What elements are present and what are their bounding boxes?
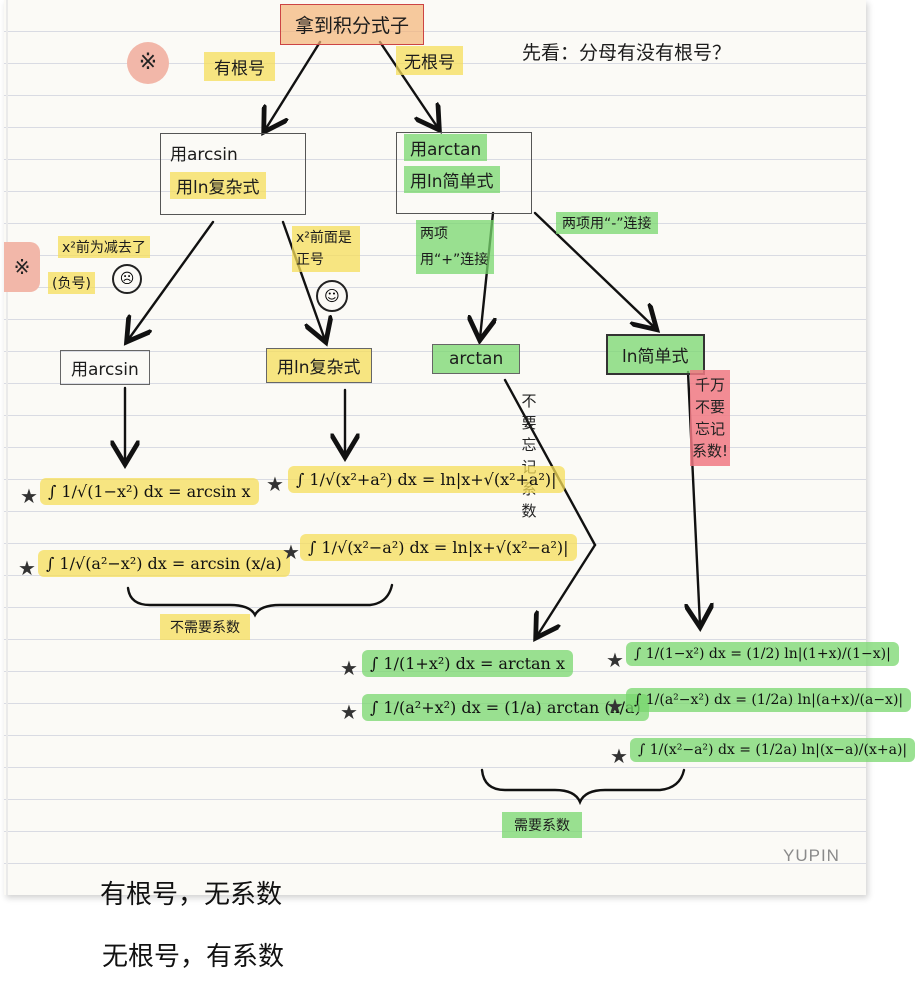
summary-line-2: 无根号，有系数 [102,942,285,972]
star-icon: ★ [606,648,624,672]
star-icon: ★ [340,656,358,680]
brace-label-no-coefficient: 不需要系数 [160,614,250,640]
brace-label-need-coefficient: 需要系数 [502,812,582,838]
formula-arcsin-a: ∫ 1/√(a²−x²) dx = arcsin (x/a) [38,550,290,577]
branch-label-no-root: 无根号 [396,46,463,75]
note-dont-forget-coefficient: 不要忘记系数 [521,392,537,520]
formula-ln-minus: ∫ 1/√(x²−a²) dx = ln|x+√(x²−a²)| [300,534,577,561]
formula-ln-a-plus: ∫ 1/(a²−x²) dx = (1/2a) ln|(a+x)/(a−x)| [626,688,912,712]
note-never-forget-coefficient: 千万不要忘记系数! [690,370,730,466]
formula-ln-plus: ∫ 1/√(x²+a²) dx = ln|x+√(x²+a²)| [288,466,565,493]
star-icon: ★ [282,540,300,564]
summary-line-1: 有根号，无系数 [100,880,283,910]
note-minus-sign: x²前为减去了 [58,236,150,258]
box-no-root-line1: 用arctan [404,134,488,161]
formula-arctan-unit: ∫ 1/(1+x²) dx = arctan x [362,650,573,677]
box-ln-complex: 用ln复杂式 [266,348,372,383]
question-note: 先看：分母有没有根号？ [522,42,732,64]
star-icon: ★ [18,556,36,580]
reference-mark-icon: ※ [127,42,169,84]
formula-ln-unit: ∫ 1/(1−x²) dx = (1/2) ln|(1+x)/(1−x)| [626,642,899,666]
formula-arctan-a: ∫ 1/(a²+x²) dx = (1/a) arctan (x/a) [362,694,649,721]
page-title: 拿到积分式子 [280,4,425,45]
formula-arcsin-unit: ∫ 1/√(1−x²) dx = arcsin x [40,478,259,505]
box-has-root [160,133,306,215]
reference-mark-icon: ※ [4,242,40,292]
branch-label-has-root: 有根号 [204,52,275,81]
note-two-terms-plus: 两项用“+”连接 [416,220,494,274]
box-has-root-line1: 用arcsin [170,145,238,165]
box-has-root-line2: 用ln复杂式 [170,172,266,199]
star-icon: ★ [340,700,358,724]
box-arcsin: 用arcsin [60,350,150,385]
page: 拿到积分式子 先看：分母有没有根号？ ※ ※ 有根号 无根号 用arcsin 用… [4,0,915,972]
note-two-terms-minus: 两项用“-”连接 [556,212,658,234]
box-no-root-line2: 用ln简单式 [404,166,500,193]
note-negative: (负号) [48,272,95,294]
box-no-root [396,132,532,214]
box-ln-simple: ln简单式 [606,334,705,375]
note-positive-sign: x²前面是正号 [292,226,360,272]
box-arctan: arctan [432,344,521,374]
star-icon: ★ [606,694,624,718]
sad-face-icon: ☹ [112,264,142,294]
watermark: YUPIN [783,846,840,865]
margin-line [6,0,8,895]
star-icon: ★ [266,472,284,496]
star-icon: ★ [20,484,38,508]
star-icon: ★ [610,744,628,768]
formula-ln-a-minus: ∫ 1/(x²−a²) dx = (1/2a) ln|(x−a)/(x+a)| [630,738,915,762]
smile-face-icon: ☺ [316,280,348,312]
